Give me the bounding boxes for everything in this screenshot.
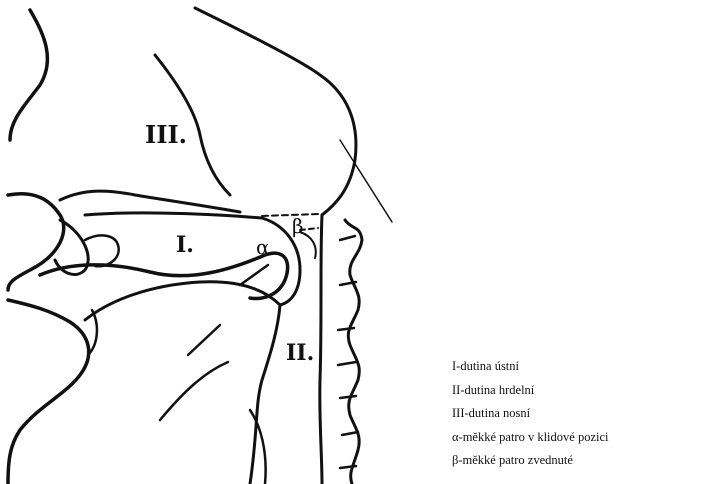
legend-item: I-dutina ústní — [452, 355, 701, 379]
legend-item: III-dutina nosní — [452, 402, 701, 426]
epiglottis-line — [240, 265, 268, 285]
legend: I-dutina ústní II-dutina hrdelní III-dut… — [452, 355, 701, 473]
nasal-cavity-label: III. — [145, 120, 187, 149]
beta-label: β — [292, 214, 304, 238]
pharynx-back — [320, 215, 322, 484]
legend-item: α-měkké patro v klidové pozici — [452, 426, 701, 450]
pharynx-label: II. — [286, 340, 314, 366]
legend-item: II-dutina hrdelní — [452, 379, 701, 403]
alpha-label: α — [256, 235, 270, 259]
spine — [345, 220, 362, 484]
oral-cavity-label: I. — [176, 232, 194, 258]
upper-jaw — [8, 194, 64, 290]
soft-palate-raised — [262, 214, 318, 216]
upper-left-contour — [10, 10, 47, 140]
legend-item: β-měkké patro zvednuté — [452, 449, 701, 473]
lower-jaw — [8, 300, 89, 484]
hard-palate — [85, 213, 262, 218]
